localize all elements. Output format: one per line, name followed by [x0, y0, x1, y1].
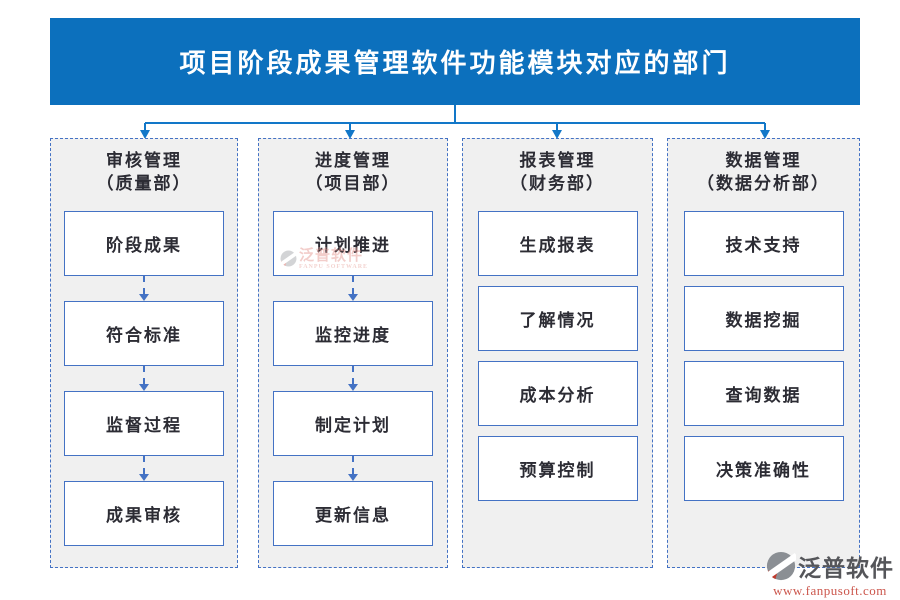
arrow-down-icon — [259, 366, 447, 391]
flow-node: 成本分析 — [477, 361, 638, 426]
column-title: 进度管理 — [315, 151, 391, 170]
arrow-down-icon — [51, 276, 237, 301]
arrow-down-icon — [51, 366, 237, 391]
fanpu-logo-icon — [280, 250, 297, 267]
watermark-subtext: FANPU SOFTWARE — [299, 264, 369, 270]
brand-logo: 泛普软件 www.fanpusoft.com — [766, 549, 894, 598]
flow-node: 成果审核 — [64, 481, 224, 546]
flow-node: 符合标准 — [64, 301, 224, 366]
flow-node: 生成报表 — [477, 211, 638, 276]
column-dept: （财务部） — [510, 174, 605, 193]
column-title: 数据管理 — [725, 151, 802, 170]
arrow-down-icon — [259, 456, 447, 481]
flow-node: 预算控制 — [477, 436, 638, 501]
flow-node: 技术支持 — [683, 211, 844, 276]
flow-node: 了解情况 — [477, 286, 638, 351]
flow-node: 计划推进 泛普软件 FANPU SOFTWARE — [273, 211, 433, 276]
column-report: 报表管理 （财务部） 生成报表 了解情况 成本分析 预算控制 — [462, 138, 653, 568]
column-header: 进度管理 （项目部） — [259, 149, 447, 195]
column-title: 审核管理 — [106, 151, 182, 170]
column-dept: （质量部） — [96, 174, 192, 193]
column-header: 审核管理 （质量部） — [51, 149, 237, 195]
column-header: 报表管理 （财务部） — [463, 149, 652, 195]
column-dept: （数据分析部） — [697, 174, 830, 193]
flow-node: 数据挖掘 — [683, 286, 844, 351]
column-header: 数据管理 （数据分析部） — [668, 149, 859, 195]
flow-node: 查询数据 — [683, 361, 844, 426]
brand-url: www.fanpusoft.com — [773, 583, 887, 598]
fanpu-logo-icon — [766, 551, 796, 581]
flow-node: 监督过程 — [64, 391, 224, 456]
flow-node: 制定计划 — [273, 391, 433, 456]
column-progress: 进度管理 （项目部） 计划推进 泛普软件 FANPU SOFTWARE 监控进度 — [258, 138, 448, 568]
column-dept: （项目部） — [305, 174, 401, 193]
flow-node: 更新信息 — [273, 481, 433, 546]
arrow-down-icon — [259, 276, 447, 301]
title-banner: 项目阶段成果管理软件功能模块对应的部门 — [50, 18, 860, 105]
flow-node: 监控进度 — [273, 301, 433, 366]
flow-node: 阶段成果 — [64, 211, 224, 276]
column-data: 数据管理 （数据分析部） 技术支持 数据挖掘 查询数据 决策准确性 — [667, 138, 860, 568]
page-title: 项目阶段成果管理软件功能模块对应的部门 — [179, 49, 731, 78]
brand-name: 泛普软件 — [798, 556, 894, 581]
arrow-down-icon — [51, 456, 237, 481]
column-audit: 审核管理 （质量部） 阶段成果 符合标准 监督过程 成果审核 — [50, 138, 238, 568]
flow-node: 决策准确性 — [683, 436, 844, 501]
column-title: 报表管理 — [519, 151, 596, 170]
connector-lines — [140, 105, 770, 139]
